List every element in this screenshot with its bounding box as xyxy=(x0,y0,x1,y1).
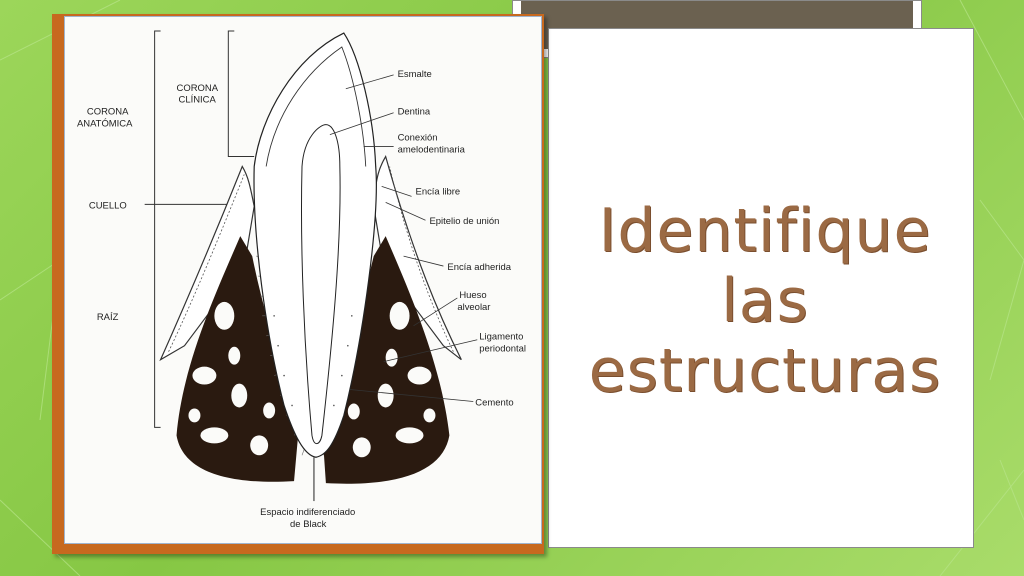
bracket-corona-clinica xyxy=(227,30,255,158)
tooth-anatomy-diagram: CORONA ANATÓMICA CORONA CLÍNICA CUELLO R… xyxy=(77,30,526,530)
content-panel xyxy=(548,28,974,548)
tooth-diagram-paper: CORONA ANATÓMICA CORONA CLÍNICA CUELLO R… xyxy=(64,16,542,544)
label-conexion-2: amelodentinaria xyxy=(398,145,466,156)
label-corona-anatomica-2: ANATÓMICA xyxy=(77,119,133,130)
label-dentina: Dentina xyxy=(398,107,431,118)
label-espacio-black-1: Espacio indiferenciado xyxy=(260,507,355,518)
label-espacio-black-2: de Black xyxy=(290,519,327,530)
gum-left xyxy=(159,165,255,362)
pulp-chamber xyxy=(300,124,341,445)
label-cuello: CUELLO xyxy=(89,200,127,211)
title-line-1: Identifique las xyxy=(598,196,932,336)
enamel-dentin-junction xyxy=(265,46,367,167)
label-raiz: RAÍZ xyxy=(97,312,119,323)
label-corona-clinica-2: CLÍNICA xyxy=(179,95,217,106)
label-esmalte: Esmalte xyxy=(398,69,432,80)
label-corona-clinica-1: CORONA xyxy=(177,83,219,94)
label-ligamento-1: Ligamento xyxy=(479,332,523,343)
label-ligamento-2: periodontal xyxy=(479,344,526,355)
bracket-corona-anatomica xyxy=(154,30,161,428)
tooth-diagram-frame: CORONA ANATÓMICA CORONA CLÍNICA CUELLO R… xyxy=(52,14,544,554)
slide-title: Identifique las estructuras xyxy=(560,196,970,406)
title-line-2: estructuras xyxy=(588,336,942,406)
cementum-dots xyxy=(273,315,353,407)
label-corona-anatomica-1: CORONA xyxy=(87,107,129,118)
label-conexion-1: Conexión xyxy=(398,133,438,144)
label-cemento: Cemento xyxy=(475,397,513,408)
label-hueso-1: Hueso xyxy=(459,290,486,301)
label-encia-adherida: Encía adherida xyxy=(447,262,511,273)
leader-lines xyxy=(329,74,478,402)
bone-spots-right xyxy=(347,301,436,458)
bone-spots-left xyxy=(188,301,276,456)
label-hueso-2: alveolar xyxy=(457,302,490,313)
label-epitelio: Epitelio de unión xyxy=(429,216,499,227)
alveolar-bone-right xyxy=(321,236,450,484)
label-encia-libre: Encía libre xyxy=(416,186,461,197)
